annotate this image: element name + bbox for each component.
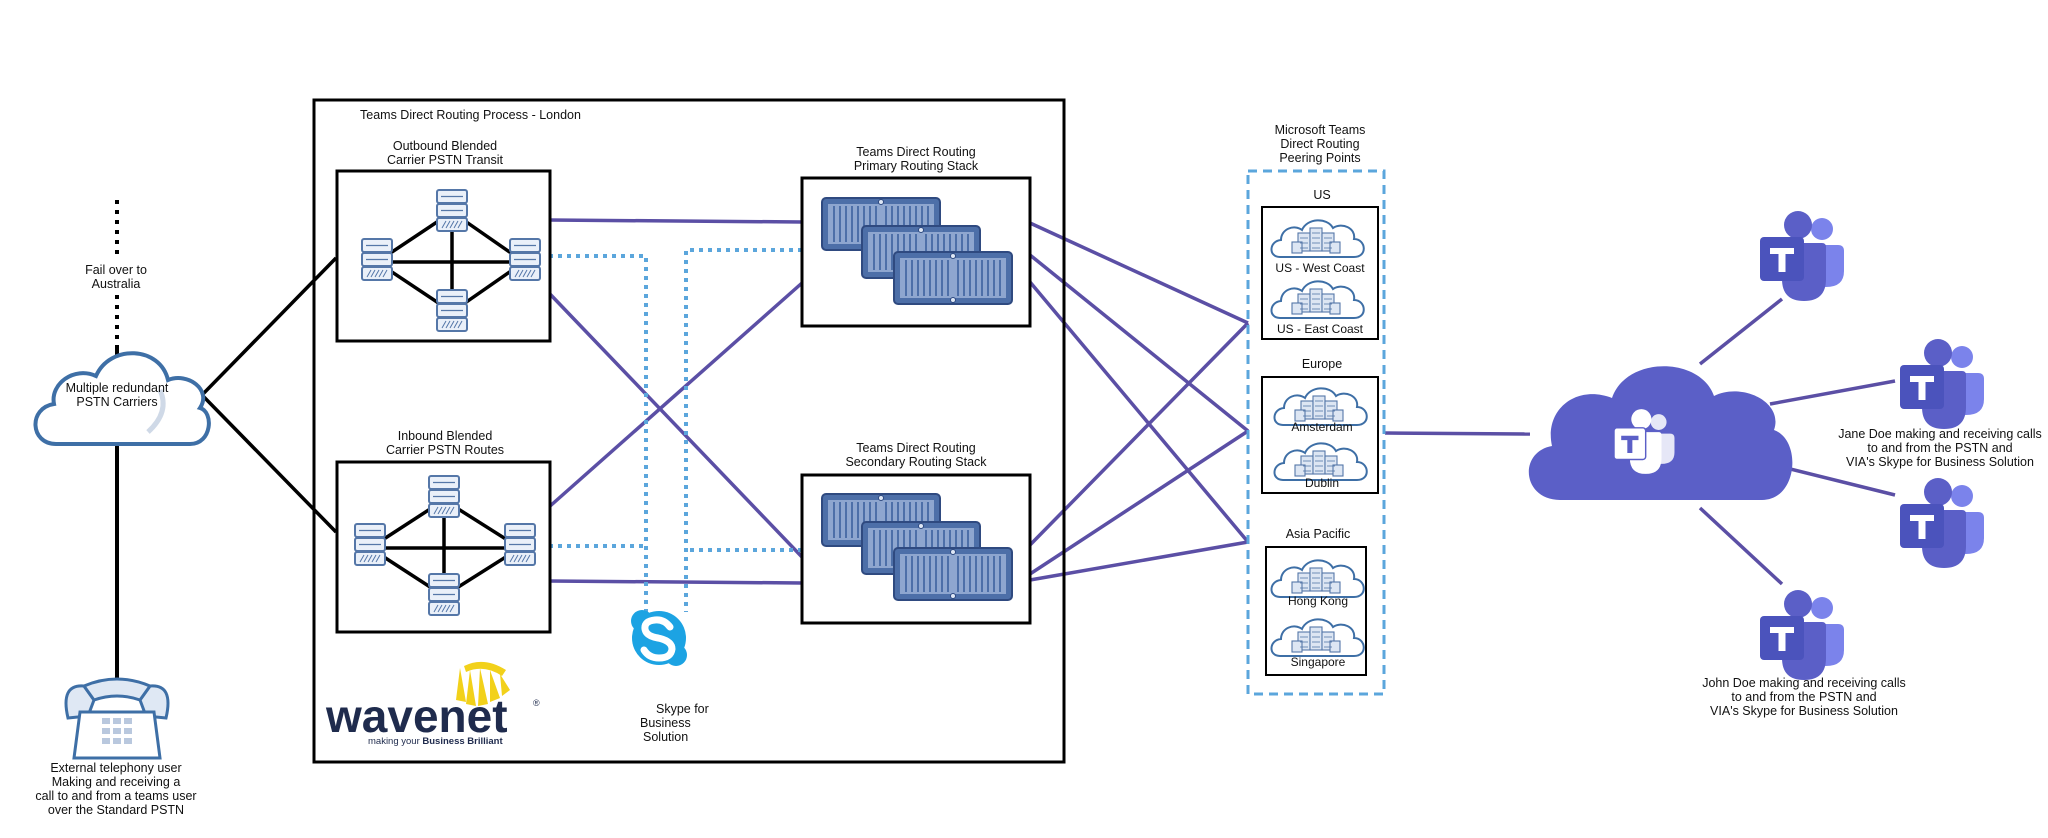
- site-us-west: US - West Coast: [1275, 261, 1365, 275]
- external-user-label-4: over the Standard PSTN: [48, 803, 184, 817]
- john-label-3: VIA's Skype for Business Solution: [1710, 704, 1898, 718]
- server-icon: [361, 238, 393, 281]
- region-apac-label: Asia Pacific: [1286, 527, 1351, 541]
- site-amsterdam: Amsterdam: [1291, 420, 1352, 434]
- outbound-group: Outbound Blended Carrier PSTN Transit: [335, 139, 552, 343]
- wavenet-mark-icon: [456, 661, 510, 706]
- secondary-stack-label-1: Teams Direct Routing: [856, 441, 976, 455]
- peering-points-group: Microsoft Teams Direct Routing Peering P…: [1246, 123, 1386, 696]
- server-icon: [509, 238, 541, 281]
- region-us-label: US: [1313, 188, 1330, 202]
- site-singapore: Singapore: [1291, 655, 1346, 669]
- outbound-label-2: Carrier PSTN Transit: [387, 153, 504, 167]
- wavenet-logo: wavenet ® making your Business Brilliant: [325, 661, 540, 747]
- skype-label-3: Solution: [643, 730, 688, 744]
- external-user-label-3: call to and from a teams user: [35, 789, 196, 803]
- fail-over-label-2: Australia: [92, 277, 141, 291]
- secondary-stack-label-2: Secondary Routing Stack: [845, 455, 987, 469]
- skype-logo-icon: [631, 610, 687, 666]
- site-hong-kong: Hong Kong: [1288, 594, 1348, 608]
- server-icon: [354, 523, 386, 566]
- external-user-label-1: External telephony user: [50, 761, 181, 775]
- telephone-icon: [64, 677, 170, 760]
- john-label-1: John Doe making and receiving calls: [1702, 676, 1906, 690]
- teams-user-icon: [1900, 478, 1984, 568]
- teams-user-icon: [1900, 339, 1984, 429]
- peering-title-1: Microsoft Teams: [1275, 123, 1366, 137]
- pstn-cloud-label-1: Multiple redundant: [66, 381, 169, 395]
- outbound-label-1: Outbound Blended: [393, 139, 497, 153]
- server-rack-icon: [893, 547, 1013, 601]
- peering-title-2: Direct Routing: [1280, 137, 1359, 151]
- site-dublin: Dublin: [1305, 476, 1339, 490]
- server-icon: [436, 289, 468, 332]
- skype-label-1: Skype for: [656, 702, 709, 716]
- skype-label-2: Business: [640, 716, 691, 730]
- primary-stack-label-2: Primary Routing Stack: [854, 159, 979, 173]
- connection-lines: [115, 200, 1896, 678]
- wavenet-logo-word: wavenet: [325, 690, 508, 742]
- skype-group: Skype for Business Solution: [631, 610, 709, 744]
- john-label-2: to and from the PSTN and: [1731, 690, 1876, 704]
- region-europe-label: Europe: [1302, 357, 1342, 371]
- peering-title-3: Peering Points: [1279, 151, 1360, 165]
- secondary-stack-group: Teams Direct Routing Secondary Routing S…: [800, 441, 1032, 625]
- primary-stack-group: Teams Direct Routing Primary Routing Sta…: [800, 145, 1032, 328]
- inbound-label-2: Carrier PSTN Routes: [386, 443, 504, 457]
- svg-text:®: ®: [533, 698, 540, 708]
- jane-label-1: Jane Doe making and receiving calls: [1838, 427, 2042, 441]
- external-user-label-2: Making and receiving a: [52, 775, 181, 789]
- jane-label-3: VIA's Skype for Business Solution: [1846, 455, 2034, 469]
- inbound-label-1: Inbound Blended: [398, 429, 493, 443]
- teams-user-icon: [1760, 590, 1844, 680]
- server-icon: [428, 573, 460, 616]
- server-icon: [428, 475, 460, 518]
- teams-user-icon: [1760, 211, 1844, 301]
- pstn-cloud-icon: [33, 351, 211, 446]
- london-box-title: Teams Direct Routing Process - London: [360, 108, 581, 122]
- inbound-group: Inbound Blended Carrier PSTN Routes: [335, 429, 552, 634]
- wavenet-tagline: making your Business Brilliant: [368, 736, 503, 747]
- site-us-east: US - East Coast: [1277, 322, 1364, 336]
- server-rack-icon: [893, 251, 1013, 305]
- jane-label-2: to and from the PSTN and: [1867, 441, 2012, 455]
- server-icon: [436, 189, 468, 232]
- primary-stack-label-1: Teams Direct Routing: [856, 145, 976, 159]
- pstn-cloud-label-2: PSTN Carriers: [76, 395, 157, 409]
- london-box: [312, 98, 1066, 764]
- teams-cloud-icon: [1528, 366, 1793, 500]
- fail-over-label-1: Fail over to: [85, 263, 147, 277]
- server-icon: [504, 523, 536, 566]
